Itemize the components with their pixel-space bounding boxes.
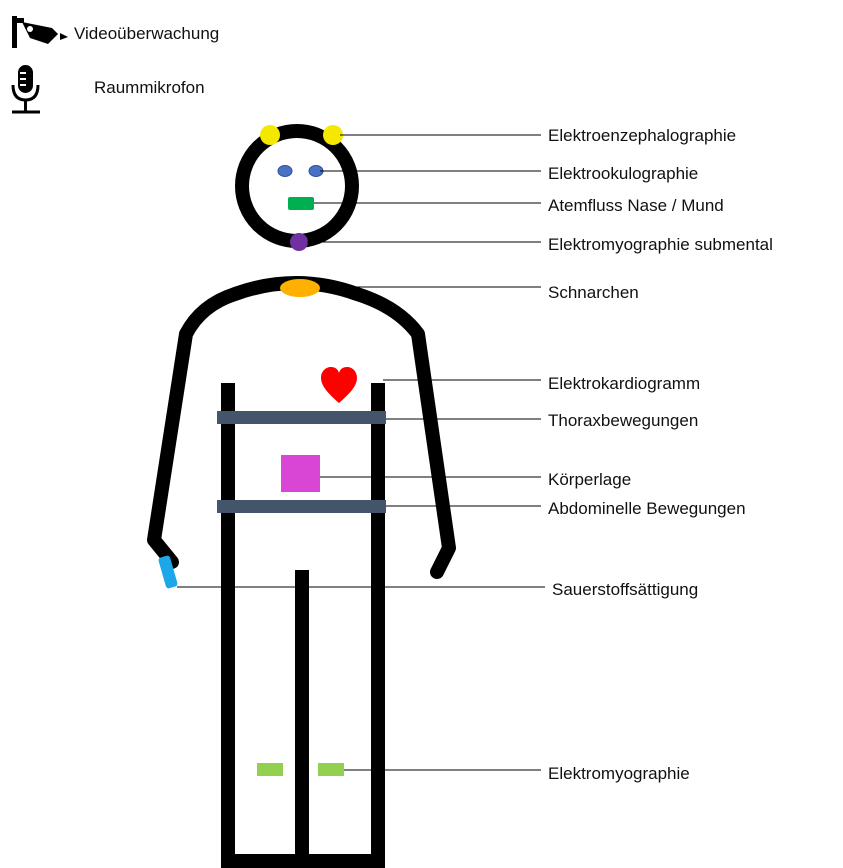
snoring-label: Schnarchen <box>548 283 639 302</box>
security-camera-icon <box>12 16 68 48</box>
leg-emg-electrode-left <box>257 763 283 776</box>
thorax-label: Thoraxbewegungen <box>548 411 698 430</box>
snoring-sensor <box>280 279 320 297</box>
abdomen-belt <box>217 500 386 513</box>
abdomen-label: Abdominelle Bewegungen <box>548 499 746 518</box>
emg-submental-label: Elektromyographie submental <box>548 235 773 254</box>
leg-gap-line <box>295 570 309 861</box>
submental-emg-electrode <box>290 233 308 251</box>
eog-electrode-left <box>278 166 292 177</box>
head-outline <box>242 131 352 241</box>
microphone-icon <box>12 65 40 112</box>
spo2-label: Sauerstoffsättigung <box>552 580 698 599</box>
ecg-label: Elektrokardiogramm <box>548 374 700 393</box>
arms-shoulders-outline <box>154 283 449 572</box>
airflow-label: Atemfluss Nase / Mund <box>548 196 724 215</box>
thorax-belt <box>217 411 386 424</box>
leg-emg-label: Elektromyographie <box>548 764 690 783</box>
eeg-electrode-left <box>260 125 280 145</box>
microphone-label: Raummikrofon <box>94 78 205 97</box>
eeg-label: Elektroenzephalographie <box>548 126 736 145</box>
heart-icon <box>321 367 357 403</box>
airflow-sensor <box>288 197 314 210</box>
eog-label: Elektrookulographie <box>548 164 698 183</box>
camera-label: Videoüberwachung <box>74 24 219 43</box>
position-label: Körperlage <box>548 470 631 489</box>
leg-emg-electrode-right <box>318 763 344 776</box>
position-sensor <box>281 455 320 492</box>
